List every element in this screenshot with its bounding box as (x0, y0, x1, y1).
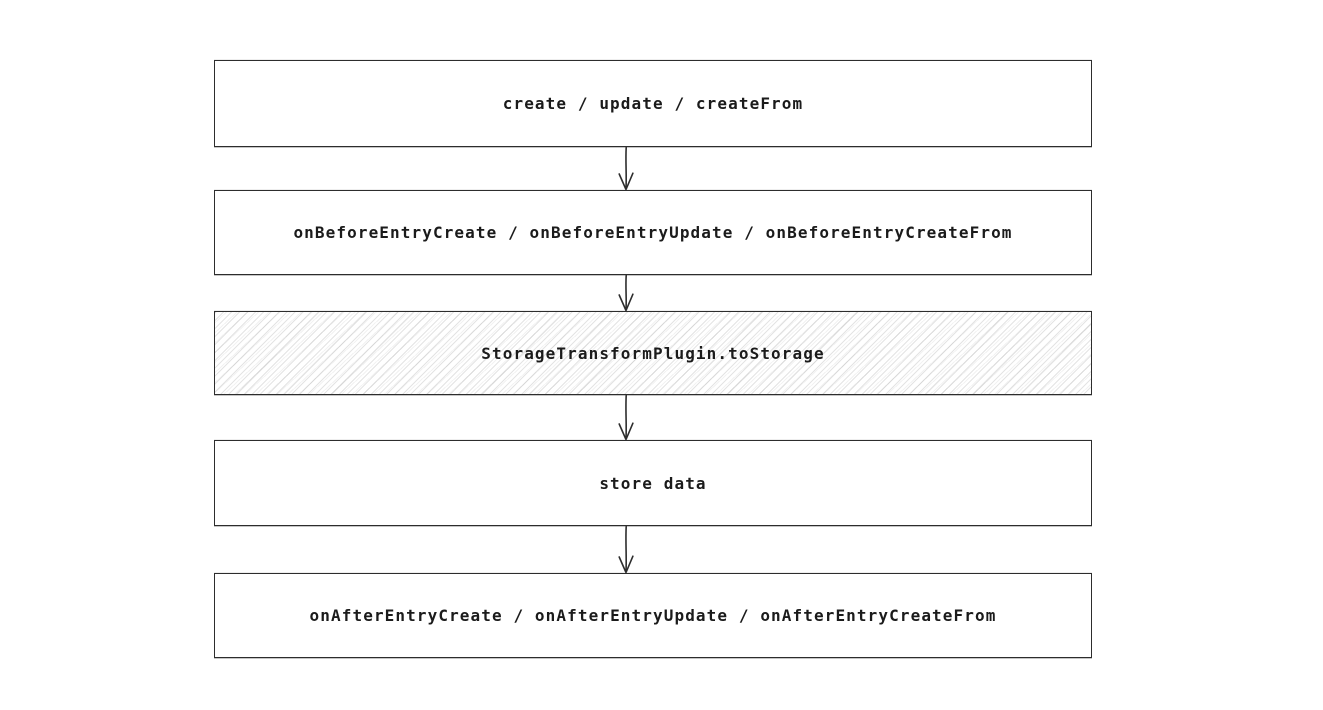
node-label: create / update / createFrom (502, 94, 804, 113)
flow-node-store-data: store data (214, 440, 1092, 526)
flow-node-storage-transform-tostorage: StorageTransformPlugin.toStorage (214, 311, 1092, 395)
flow-node-onbefore-entry-hooks: onBeforeEntryCreate / onBeforeEntryUpdat… (214, 190, 1092, 275)
flow-arrow-down-icon (618, 394, 634, 441)
flow-arrow-down-icon (618, 146, 634, 191)
flow-node-create-update-createfrom: create / update / createFrom (214, 60, 1092, 147)
node-label: store data (599, 473, 707, 493)
node-label: onBeforeEntryCreate / onBeforeEntryUpdat… (293, 223, 1013, 242)
node-label: StorageTransformPlugin.toStorage (481, 343, 825, 363)
flow-node-onafter-entry-hooks: onAfterEntryCreate / onAfterEntryUpdate … (214, 573, 1092, 658)
node-label: onAfterEntryCreate / onAfterEntryUpdate … (309, 606, 997, 625)
flow-arrow-down-icon (618, 525, 634, 574)
flow-arrow-down-icon (618, 274, 634, 312)
